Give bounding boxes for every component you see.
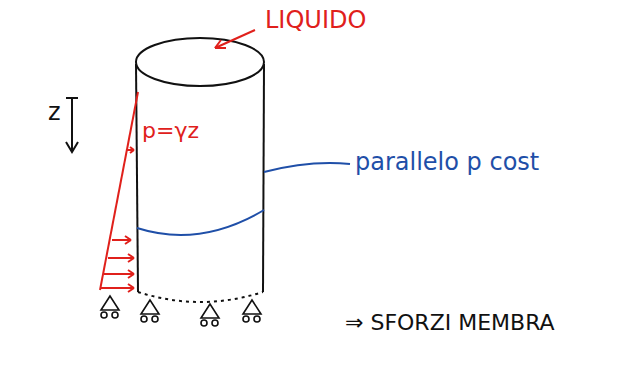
liquid-label: LIQUIDO (265, 8, 366, 32)
axis-label: z (48, 100, 61, 124)
cylinder (136, 38, 264, 302)
z-axis (66, 98, 78, 152)
pressure-formula: p=γz (142, 120, 199, 142)
liquid-pointer (215, 30, 255, 48)
parallel-note: parallelo p cost (355, 150, 539, 174)
conclusion-note: ⇒ SFORZI MEMBRA (345, 312, 555, 334)
parallel-circle (137, 163, 350, 235)
pressure-diagram (100, 92, 138, 292)
hinge-supports (101, 296, 261, 326)
